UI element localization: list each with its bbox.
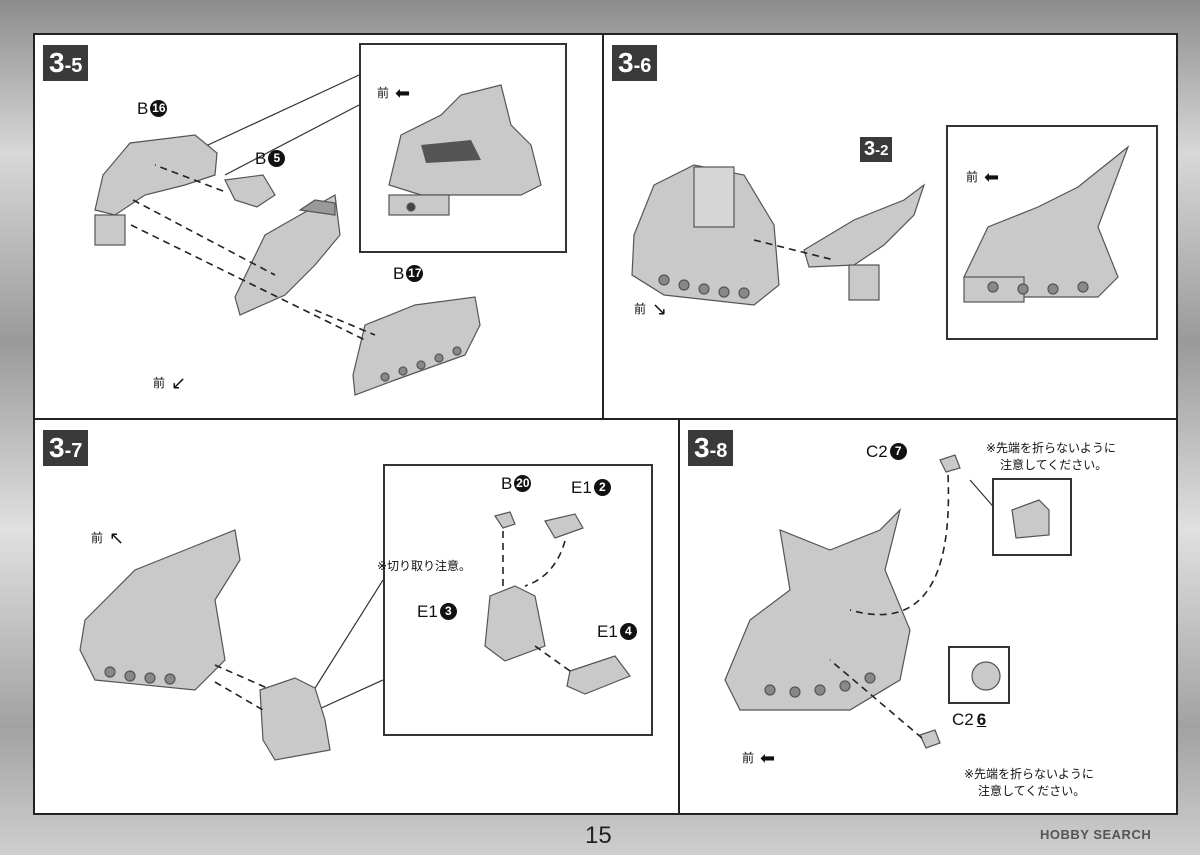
step-3-6-panel: 3-6 3-2 前↘ 前⬅ (602, 33, 1178, 420)
step-3-6-diagram (631, 164, 926, 306)
watermark-logo: HOBBY SEARCH (1040, 827, 1152, 842)
tip-detail-inset (992, 478, 1072, 556)
part-block (259, 677, 331, 761)
step-3-8-diagram (724, 454, 999, 749)
inset-parts-drawing (484, 511, 631, 695)
cut-caution-note: ※切り取り注意。 (377, 559, 472, 573)
tip-caution-note-bottom: ※先端を折らないように注意してください。 (964, 767, 1094, 798)
nozzle-detail-drawing (971, 661, 1001, 691)
tip-caution-note-top: ※先端を折らないように注意してください。 (986, 441, 1116, 472)
step-3-5-diagram (94, 74, 481, 396)
part-b17 (352, 296, 481, 396)
step-3-7-panel: 3-7 前↖ (33, 418, 680, 815)
part-b16 (94, 134, 218, 246)
forward-indicator: 前⬅ (742, 748, 776, 769)
nozzle-detail-inset (948, 646, 1010, 704)
tip-detail-drawing (1011, 499, 1050, 539)
step-number-3-5: 3-5 (43, 45, 89, 81)
part-b5 (224, 174, 276, 208)
step-number-3-8: 3-8 (688, 430, 734, 466)
step-3-7-diagram (79, 529, 384, 761)
inset-body-drawing (388, 84, 542, 216)
part-body-center (234, 194, 341, 316)
assembled-body (631, 164, 780, 306)
inset-completed-drawing (963, 145, 1130, 303)
assembled-body (724, 508, 911, 711)
launcher-part (803, 183, 926, 301)
inset-forward-indicator: 前⬅ (966, 167, 1000, 188)
reference-step-3-2: 3-2 (860, 137, 893, 162)
forward-indicator: 前↖ (91, 528, 125, 549)
assembled-body (79, 529, 241, 691)
part-c2-7 (939, 454, 961, 473)
forward-indicator: 前↙ (153, 373, 187, 394)
forward-indicator: 前↘ (634, 299, 668, 320)
detail-inset: 前⬅ (359, 43, 567, 253)
part-c2-6 (919, 729, 941, 749)
inset-forward-indicator: 前⬅ (377, 83, 411, 104)
step-number-3-7: 3-7 (43, 430, 89, 466)
step-number-3-6: 3-6 (612, 45, 658, 81)
page-number: 15 (585, 822, 612, 849)
completed-view-inset: 前⬅ (946, 125, 1158, 340)
